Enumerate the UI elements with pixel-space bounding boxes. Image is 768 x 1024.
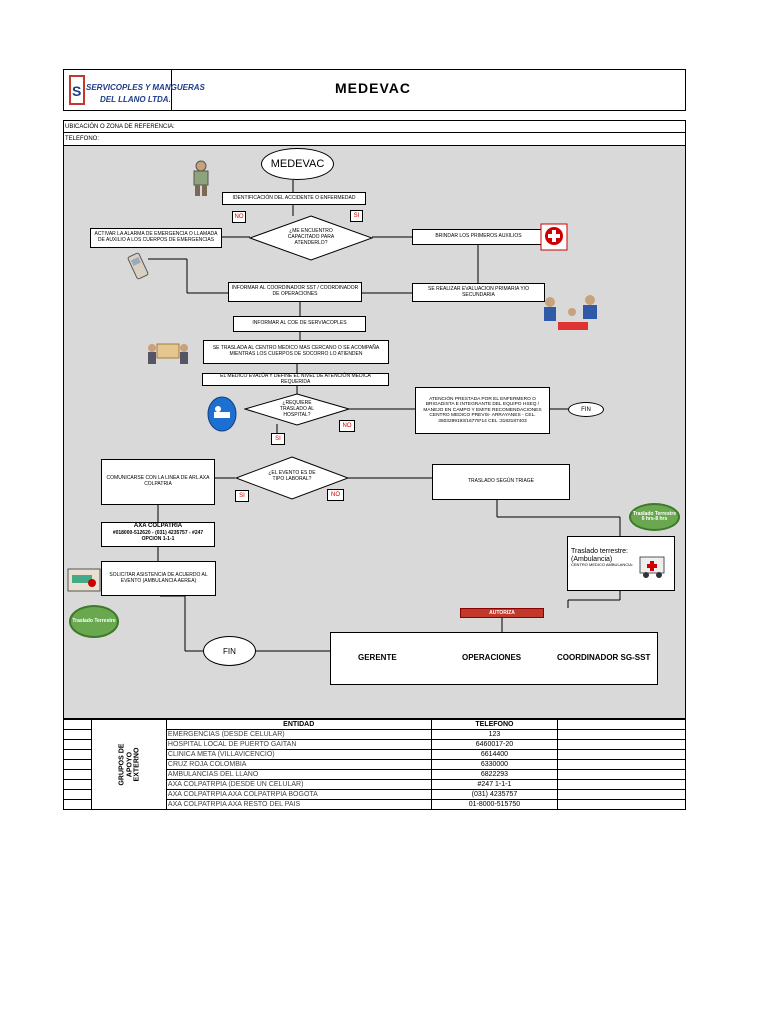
company-logo: S SERVICOPLES Y MANGUERAS DEL LLANO LTDA… [64,70,205,110]
autoriza-bar: AUTORIZA [460,608,544,618]
solicitar-box: SOLICITAR ASISTENCIA DE ACUERDO AL EVENT… [101,561,216,596]
comunicarse-box: COMUNICARSE CON LA LINEA DE ARL AXA COLP… [101,459,215,505]
decision-capacitado [249,215,373,261]
telefono-cell: 6330000 [430,759,559,770]
decision-traslado-label: ¿REQUIERE TRASLADO AL HOSPITAL? [279,400,315,418]
telefono-cell: 123 [430,729,559,740]
fin-label-1: FIN [581,406,591,413]
no-tag-3: NO [327,489,344,501]
telefono-label: TELEFONO: [65,136,100,142]
entidad-cell: HOSPITAL LOCAL DE PUERTO GAITAN [165,739,432,750]
phone-icon [127,252,149,280]
evaluacion-box: SE REALIZAR EVALUACION PRIMARIA Y/O SECU… [412,283,545,302]
fin-oval-1: FIN [568,402,604,417]
centro-medico-ambulancia: CENTRO MEDICO AMBULANCIA: [571,562,634,567]
entidad-cell: AMBULANCIAS DEL LLANO [165,769,432,780]
primeros-auxilios-box: BRINDAR LOS PRIMEROS AUXILIOS [412,229,545,245]
table-header-row: GRUPOS DE APOYO EXTERNO ENTIDAD TELEFONO [63,719,686,810]
telefono-cell: 6614400 [430,749,559,760]
medico-evalua-box: EL MEDICO EVALÚA Y DEFINE EL NIVEL DE AT… [202,373,389,386]
activar-alarma-box: ACTIVAR LA ALARMA DE EMERGENCIA O LLAMAD… [90,228,222,248]
axa-phone: #018000-512620 - (031) 4235757 - #247 [112,530,204,537]
entidad-cell: AXA COLPATRPIA AXA RESTO DEL PAIS [165,799,432,810]
worker-icon [193,160,209,196]
identificacion-box: IDENTIFICACIÓN DEL ACCIDENTE O ENFERMEDA… [222,192,366,205]
informar-coe-box: INFORMAR AL COE DE SERVIACOPLES [233,316,366,332]
traslado-terrestre-box: Traslado terrestre: (Ambulancia) CENTRO … [567,536,675,591]
telefono-cell: 6822293 [430,769,559,780]
svg-text:S: S [72,83,81,99]
telefono-row: TELEFONO: [63,133,686,146]
traslado-terrestre-badge-right: Traslado Terrestre 6 hrs-8 hrs [629,503,680,531]
coordinador-label: COORDINADOR SG-SST [557,653,651,662]
rescuers-icon [544,295,597,330]
entities-table: GRUPOS DE APOYO EXTERNO ENTIDAD TELEFONO… [63,719,686,810]
group-label-cell: GRUPOS DE APOYO EXTERNO [90,719,167,810]
gerente-label: GERENTE [358,653,397,662]
telefono-cell: (031) 4235757 [430,789,559,800]
telefono-cell: 6460017-20 [430,739,559,750]
ambulance-icon [639,556,665,578]
operaciones-label: OPERACIONES [462,653,522,662]
logo-icon: S [69,75,85,105]
page-title: MEDEVAC [335,80,411,96]
si-tag-1: SI [350,210,363,222]
decision-capacitado-label: ¿ME ENCUENTRO CAPACITADO PARA ATENDERLO? [287,228,335,246]
col-entidad-header: ENTIDAD [165,719,432,730]
telefono-cell: #247 1-1-1 [430,779,559,790]
si-tag-2: SI [271,433,285,445]
no-tag-1: NO [232,211,246,223]
autoriza-label: AUTORIZA [489,610,515,616]
traslado-terrestre-badge-left: Traslado Terrestre [69,605,119,638]
axa-option: OPCION 1-1-1 [141,536,175,543]
company-name-line2: DEL LLANO LTDA. [100,95,171,104]
axa-box: AXA COLPATRIA #018000-512620 - (031) 423… [101,522,215,547]
decision-traslado [244,393,350,426]
entidad-cell: CRUZ ROJA COLOMBIA [165,759,432,770]
traslada-box: SE TRASLADA AL CENTRO MEDICO MAS CERCANO… [203,340,389,364]
entidad-cell: AXA COLPATRPIA (DESDE UN CELULAR) [165,779,432,790]
firmas-box: GERENTE OPERACIONES COORDINADOR SG-SST [330,632,658,685]
traslado-triage-box: TRASLADO SEGÚN TRIAGE [432,464,570,500]
company-name-line1: SERVICOPLES Y MANGUERAS [86,83,205,92]
telefono-cell: 01-8000-515750 [430,799,559,810]
fin-label-2: FIN [223,646,236,656]
first-aid-icon [540,223,568,251]
start-label: MEDEVAC [270,158,325,170]
informar-coordinador-box: INFORMAR AL COORDINADOR SST / COORDINADO… [228,282,362,302]
col-telefono-header: TELEFONO [430,719,559,730]
si-tag-3: SI [235,490,249,502]
axa-title: AXA COLPATRIA [133,523,183,529]
movers-icon [148,343,188,364]
hospital-icon [207,396,237,432]
traslado-terrestre-title: Traslado terrestre: (Ambulancia) [571,548,628,563]
entidad-cell: AXA COLPATRPIA AXA COLPATRPIA BOGOTA [165,789,432,800]
ubicacion-label: UBICACIÓN O ZONA DE REFERENCIA: [65,124,175,130]
decision-laboral-label: ¿EL EVENTO ES DE TIPO LABORAL? [268,470,316,482]
decision-laboral [235,456,349,500]
fin-oval-2: FIN [203,636,256,666]
ubicacion-row: UBICACIÓN O ZONA DE REFERENCIA: [63,120,686,133]
atencion-prestada-box: ATENCIÓN PRESTADA POR EL ENFERMERO O BRI… [415,387,550,434]
entidad-cell: EMERGENCIAS (DESDE CELULAR) [165,729,432,740]
start-oval: MEDEVAC [261,148,334,180]
group-label: GRUPOS DE APOYO EXTERNO [118,743,141,786]
header-divider [63,110,686,111]
air-ambulance-icon [67,568,101,592]
no-tag-2: NO [339,420,355,432]
entidad-cell: CLINICA META (VILLAVICENCIO) [165,749,432,760]
